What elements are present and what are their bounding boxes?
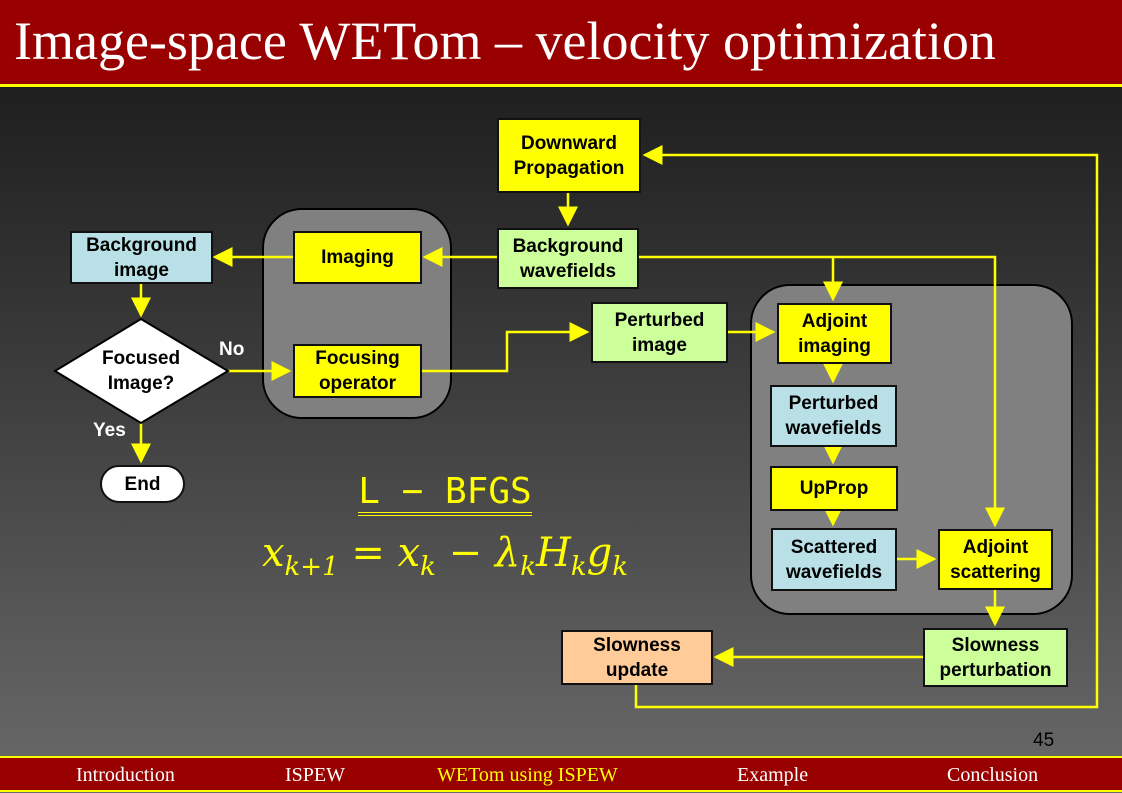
perturbed-wavefields-box: Perturbed wavefields (770, 385, 897, 447)
nav-wetom-using-ispew[interactable]: WETom using ISPEW (437, 764, 618, 786)
title-bar: Image-space WETom – velocity optimizatio… (0, 0, 1122, 87)
nav-conclusion[interactable]: Conclusion (947, 764, 1039, 786)
page-number: 45 (1033, 730, 1055, 751)
slowness-perturbation-box: Slowness perturbation (923, 628, 1068, 687)
eq-sub: k (570, 552, 587, 582)
formula-equation: xk+1 = xk − λkHkgk (220, 530, 670, 582)
upprop-box: UpProp (770, 466, 898, 511)
slowness-update-box: Slowness update (561, 630, 713, 685)
lbfgs-formula: L − BFGS xk+1 = xk − λkHkgk (220, 472, 670, 583)
footer-nav: Introduction ISPEW WETom using ISPEW Exa… (0, 756, 1122, 792)
perturbed-image-box: Perturbed image (591, 302, 728, 363)
eq-sub: k (612, 552, 629, 582)
adjoint-scattering-box: Adjoint scattering (938, 529, 1053, 590)
end-box: End (100, 465, 185, 503)
eq-part: − λ (435, 530, 521, 576)
scattered-wavefields-box: Scattered wavefields (771, 528, 897, 591)
focused-image-question: Focused Image? (101, 348, 181, 394)
no-label: No (219, 339, 245, 360)
arrow (421, 322, 590, 373)
focusing-operator-box: Focusing operator (293, 344, 422, 398)
imaging-box: Imaging (293, 231, 422, 284)
nav-example[interactable]: Example (737, 764, 809, 786)
formula-heading: L − BFGS (358, 472, 532, 516)
eq-part: H (535, 530, 571, 576)
background-image-box: Background image (70, 231, 213, 284)
yes-label: Yes (93, 420, 126, 441)
slide-title: Image-space WETom – velocity optimizatio… (14, 11, 996, 71)
nav-ispew[interactable]: ISPEW (285, 764, 345, 786)
eq-sub: k+1 (284, 552, 339, 582)
eq-sub: k (420, 552, 436, 582)
decision-diamond (53, 317, 230, 425)
eq-part: = x (338, 530, 421, 576)
eq-sub: k (520, 552, 536, 582)
arrow (634, 145, 1099, 709)
eq-part: x (261, 530, 285, 576)
background-wavefields-box: Background wavefields (497, 228, 639, 289)
eq-part: g (586, 530, 613, 576)
adjoint-imaging-box: Adjoint imaging (777, 303, 892, 364)
nav-introduction[interactable]: Introduction (76, 764, 175, 786)
downward-propagation-box: Downward Propagation (497, 118, 641, 193)
arrow (638, 255, 1005, 528)
